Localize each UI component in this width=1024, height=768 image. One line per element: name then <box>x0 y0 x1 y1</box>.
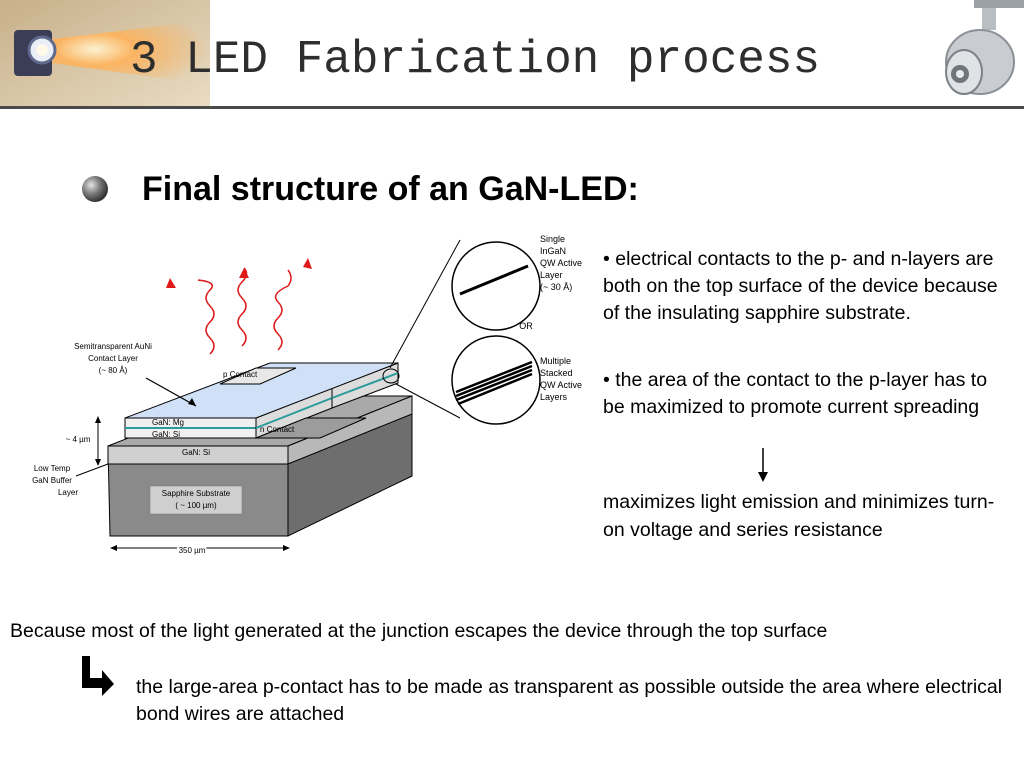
n-contact-label: n Contact <box>260 425 295 434</box>
or-label: OR <box>519 321 533 331</box>
gan-led-structure-diagram: p Contact n Contact GaN: Mg GaN: Si GaN:… <box>32 234 582 557</box>
bullet-contacts: • electrical contacts to the p- and n-la… <box>603 248 998 324</box>
header-banner: 3 LED Fabrication process <box>0 0 1024 106</box>
buffer-label-line3: Layer <box>58 488 78 497</box>
turn-arrow-icon <box>82 656 114 696</box>
contact-layer-label-line3: (~ 80 Å) <box>99 366 128 375</box>
gan-si-label: GaN: Si <box>182 448 210 457</box>
led-beam-image <box>0 0 210 106</box>
buffer-label-line1: Low Temp <box>34 464 71 473</box>
down-arrow-icon <box>758 448 768 482</box>
result-text: maximizes light emission and minimizes t… <box>603 491 995 541</box>
single-qw-label-line2: InGaN <box>540 246 566 256</box>
spotlight-icon <box>945 0 1024 95</box>
title-divider <box>0 106 1024 109</box>
single-qw-label-line1: Single <box>540 234 565 244</box>
single-qw-label-line3: QW Active <box>540 258 582 268</box>
multi-qw-label-line2: Stacked <box>540 368 573 378</box>
p-contact-label: p Contact <box>223 370 258 379</box>
gan-mg-label: GaN: Mg <box>152 418 184 427</box>
contact-layer-label-line1: Semitransparent AuNi <box>74 342 152 351</box>
single-qw-label-line4: Layer <box>540 270 563 280</box>
page-title: 3 LED Fabrication process <box>130 34 821 86</box>
contact-layer-label-line2: Contact Layer <box>88 354 138 363</box>
single-qw-label-line5: (~ 30 Å) <box>540 282 572 292</box>
bullet-contact-area: • the area of the contact to the p-layer… <box>603 369 988 418</box>
buffer-label-line2: GaN Buffer <box>32 476 72 485</box>
gan-si-top-label: GaN: Si <box>152 430 180 439</box>
multi-qw-label-line1: Multiple <box>540 356 571 366</box>
substrate-label-line1: Sapphire Substrate <box>162 489 231 498</box>
multiple-qw-inset <box>451 335 541 425</box>
substrate-label-line2: ( ~ 100 µm) <box>175 501 217 510</box>
sphere-bullet-icon <box>82 176 108 202</box>
width-label: 350 µm <box>179 546 206 555</box>
conclusion-text: the large-area p-contact has to be made … <box>136 676 1003 725</box>
thickness-label: ~ 4 µm <box>66 435 91 444</box>
multi-qw-label-line3: QW Active <box>540 380 582 390</box>
single-qw-inset <box>451 241 541 331</box>
because-text: Because most of the light generated at t… <box>10 620 828 642</box>
emitted-light-arrows <box>197 267 292 355</box>
section-heading: Final structure of an GaN-LED: <box>142 170 639 208</box>
n-contact-pad <box>255 417 367 439</box>
multi-qw-label-line4: Layers <box>540 392 568 402</box>
p-contact-pad <box>219 367 297 385</box>
